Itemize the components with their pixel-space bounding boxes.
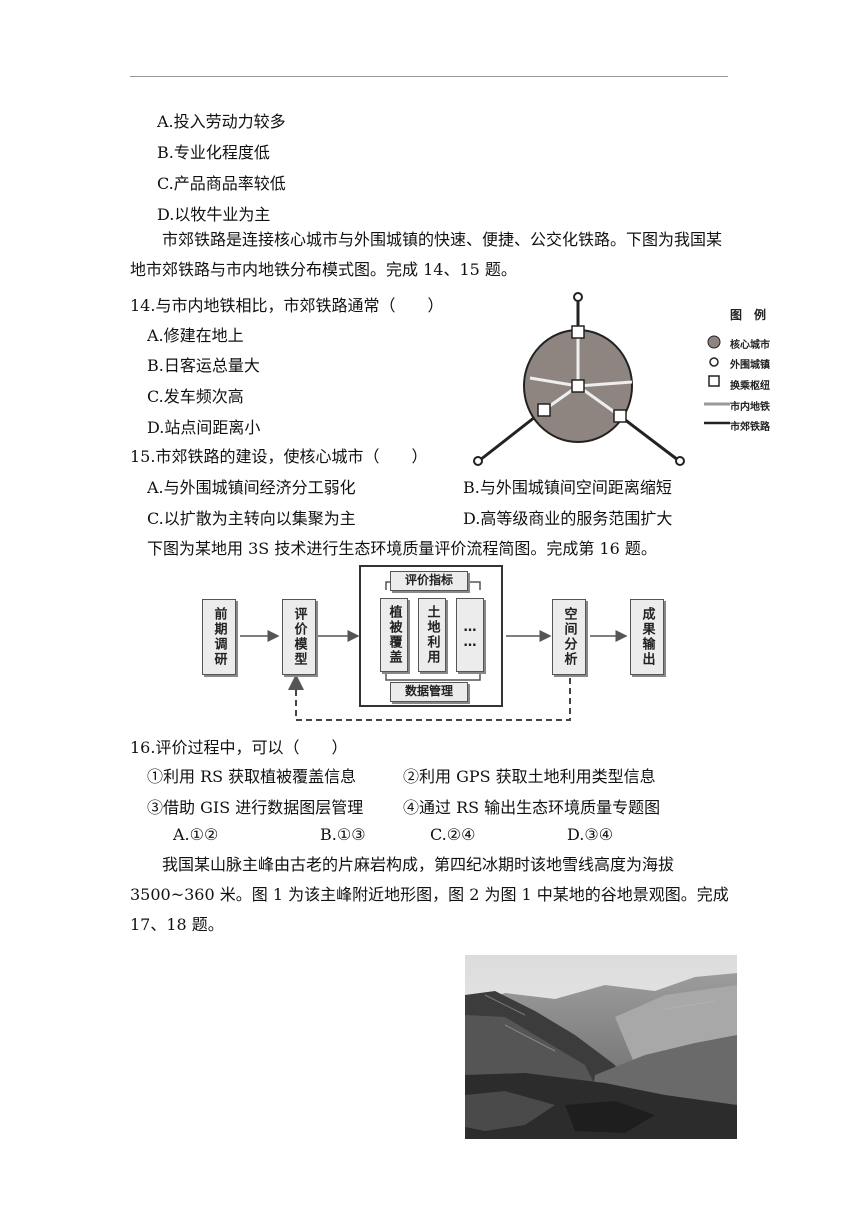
- q16-option-c: C.②④: [430, 825, 476, 844]
- intro-mountain: 我国某山脉主峰由古老的片麻岩构成，第四纪冰期时该地雪线高度为海拔 3500~36…: [130, 855, 729, 934]
- flow-indicator-vegetation: 植被覆盖: [380, 598, 408, 672]
- q16-item-4: ④通过 RS 输出生态环境质量专题图: [403, 798, 661, 817]
- intro-rail: 市郊铁路是连接核心城市与外围城镇的快速、便捷、公交化铁路。下图为我国某地市郊铁路…: [130, 230, 723, 279]
- q13-option-c: C.产品商品率较低: [157, 174, 286, 193]
- flow-step-output: 成果输出: [630, 599, 664, 675]
- flow-indicator-landuse: 土地利用: [418, 598, 446, 672]
- q14-stem: 14.与市内地铁相比，市郊铁路通常（ ）: [130, 296, 444, 315]
- legend-core-city: 核心城市: [730, 340, 770, 351]
- legend-transfer-hub: 换乘枢纽: [730, 381, 770, 392]
- flow-indicator-more: ……: [456, 598, 484, 672]
- legend-symbols: [704, 335, 730, 425]
- q15-option-a: A.与外围城镇间经济分工弱化: [147, 478, 356, 497]
- flow-step-survey: 前期调研: [202, 599, 236, 675]
- flow-step-spatial-analysis: 空间分析: [552, 599, 586, 675]
- q16-option-b: B.①③: [320, 825, 366, 844]
- q16-stem: 16.评价过程中，可以（ ）: [130, 738, 348, 757]
- q14-option-c: C.发车频次高: [147, 387, 244, 406]
- q15-option-b: B.与外围城镇间空间距离缩短: [463, 478, 672, 497]
- q13-option-b: B.专业化程度低: [157, 143, 270, 162]
- legend-outer-town: 外围城镇: [730, 360, 770, 371]
- q16-item-1: ①利用 RS 获取植被覆盖信息: [147, 767, 357, 786]
- rail-pattern-diagram: [473, 292, 685, 466]
- q13-option-a: A.投入劳动力较多: [157, 112, 286, 131]
- flow-data-management: 数据管理: [390, 682, 468, 702]
- valley-landscape-photo: [465, 955, 737, 1139]
- legend-suburban-rail: 市郊铁路: [730, 422, 770, 433]
- q16-item-3: ③借助 GIS 进行数据图层管理: [147, 798, 364, 817]
- flow-indicators-title: 评价指标: [390, 571, 468, 591]
- q16-option-a: A.①②: [173, 825, 219, 844]
- legend-title: 图 例: [730, 308, 767, 322]
- q15-option-d: D.高等级商业的服务范围扩大: [463, 509, 673, 528]
- q14-option-d: D.站点间距离小: [147, 418, 261, 437]
- header-rule: [130, 76, 728, 77]
- q14-option-a: A.修建在地上: [147, 326, 244, 345]
- q15-option-c: C.以扩散为主转向以集聚为主: [147, 509, 356, 528]
- q13-option-d: D.以牧牛业为主: [157, 205, 271, 224]
- q16-item-2: ②利用 GPS 获取土地利用类型信息: [403, 767, 656, 786]
- q15-stem: 15.市郊铁路的建设，使核心城市（ ）: [130, 447, 428, 466]
- q16-option-d: D.③④: [567, 825, 614, 844]
- legend-metro: 市内地铁: [730, 402, 770, 413]
- q14-option-b: B.日客运总量大: [147, 356, 260, 375]
- flow-step-model: 评价模型: [282, 599, 316, 675]
- intro-3s: 下图为某地用 3S 技术进行生态环境质量评价流程简图。完成第 16 题。: [147, 539, 657, 558]
